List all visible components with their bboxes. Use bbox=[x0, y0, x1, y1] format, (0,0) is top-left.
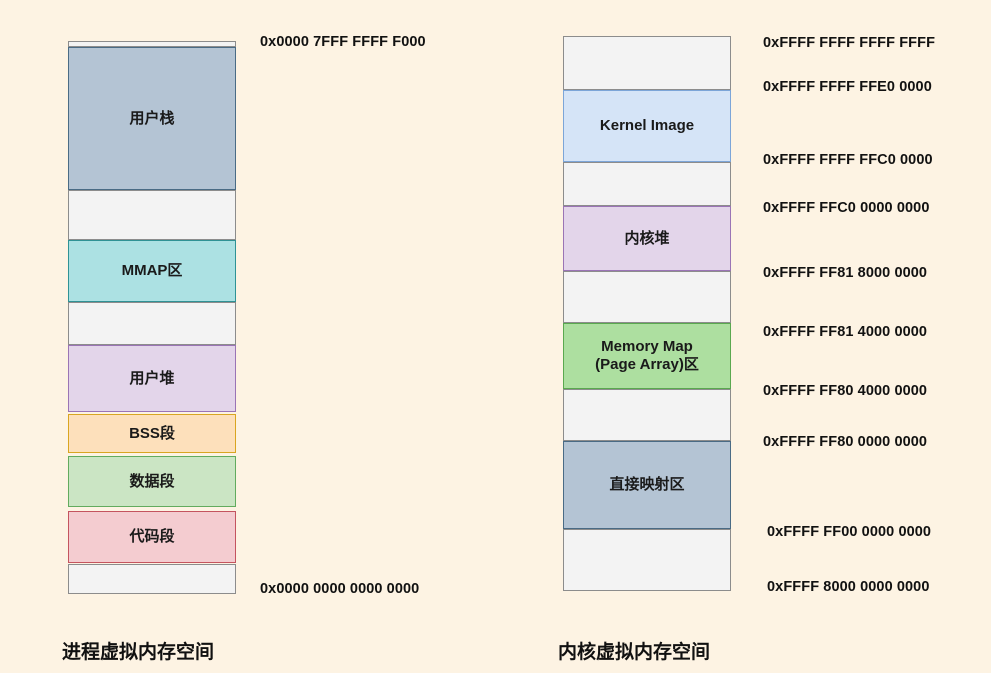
memory-block-memory-map-area: Memory Map (Page Array)区 bbox=[563, 323, 731, 389]
memory-block-label: Kernel Image bbox=[599, 117, 695, 135]
memory-block-user-stack: 用户栈 bbox=[68, 47, 236, 190]
memory-block-gap-1 bbox=[68, 190, 236, 240]
memory-block-mmap-area: MMAP区 bbox=[68, 240, 236, 302]
memory-block-gap-3 bbox=[563, 389, 731, 441]
address-label-addr-kernel-8000: 0xFFFF 8000 0000 0000 bbox=[767, 579, 930, 595]
process-column-caption: 进程虚拟内存空间 bbox=[62, 642, 215, 663]
memory-block-direct-map-area: 直接映射区 bbox=[563, 441, 731, 529]
memory-block-label: 内核堆 bbox=[624, 229, 670, 247]
memory-block-label: 代码段 bbox=[129, 528, 175, 546]
address-label-addr-kernel-ffc0: 0xFFFF FFC0 0000 0000 bbox=[763, 200, 930, 216]
memory-block-label: 直接映射区 bbox=[609, 476, 685, 494]
address-label-addr-process-top: 0x0000 7FFF FFFF F000 bbox=[260, 34, 426, 50]
memory-block-kernel-heap: 内核堆 bbox=[563, 206, 731, 271]
memory-block-text-segment: 代码段 bbox=[68, 511, 236, 563]
address-label-addr-kernel-ff814: 0xFFFF FF81 4000 0000 bbox=[763, 324, 928, 340]
memory-block-label: BSS段 bbox=[129, 424, 175, 442]
memory-block-label: 数据段 bbox=[129, 472, 175, 490]
memory-block-gap-2 bbox=[68, 302, 236, 345]
address-label-addr-process-bottom: 0x0000 0000 0000 0000 bbox=[260, 581, 420, 597]
memory-block-kernel-image: Kernel Image bbox=[563, 90, 731, 162]
address-label-addr-kernel-top: 0xFFFF FFFF FFFF FFFF bbox=[763, 35, 936, 51]
memory-block-gap-bottom bbox=[68, 564, 236, 594]
address-label-addr-kernel-ff800: 0xFFFF FF80 0000 0000 bbox=[763, 434, 928, 450]
address-label-addr-kernel-ffe0: 0xFFFF FFFF FFE0 0000 bbox=[763, 79, 932, 95]
memory-block-label: 用户堆 bbox=[129, 369, 175, 387]
address-label-addr-kernel-ff818: 0xFFFF FF81 8000 0000 bbox=[763, 265, 928, 281]
memory-block-gap-top bbox=[563, 36, 731, 90]
memory-block-gap-2 bbox=[563, 271, 731, 323]
memory-block-label: Memory Map (Page Array)区 bbox=[595, 338, 699, 373]
memory-block-label: 用户栈 bbox=[129, 109, 175, 127]
memory-block-gap-bottom bbox=[563, 529, 731, 591]
memory-block-gap-1 bbox=[563, 162, 731, 206]
address-label-addr-kernel-ff804: 0xFFFF FF80 4000 0000 bbox=[763, 383, 928, 399]
kernel-column-caption: 内核虚拟内存空间 bbox=[558, 642, 711, 663]
address-label-addr-kernel-ffc0-2m: 0xFFFF FFFF FFC0 0000 bbox=[763, 152, 933, 168]
memory-block-user-heap: 用户堆 bbox=[68, 345, 236, 412]
memory-block-label: MMAP区 bbox=[121, 262, 183, 280]
address-label-addr-kernel-ff00: 0xFFFF FF00 0000 0000 bbox=[767, 524, 932, 540]
memory-block-bss-segment: BSS段 bbox=[68, 414, 236, 453]
memory-block-gap-top bbox=[68, 41, 236, 47]
memory-block-data-segment: 数据段 bbox=[68, 456, 236, 507]
